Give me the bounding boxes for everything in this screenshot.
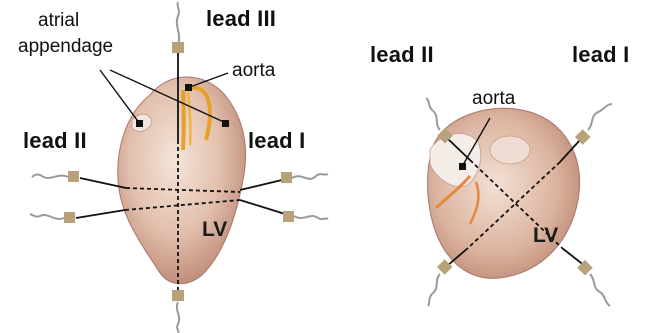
left-electrode-upper-right bbox=[281, 172, 292, 183]
right-wire-top-right bbox=[588, 104, 612, 130]
right-lead-ii-axis-solid-bottom bbox=[562, 248, 585, 266]
left-electrode-lower-left bbox=[64, 212, 75, 223]
right-heart-panel bbox=[426, 98, 612, 306]
left-lead-ii-label: lead II bbox=[23, 128, 87, 154]
left-electrode-upper-left bbox=[68, 171, 79, 182]
left-lead-iii-bottom-electrode bbox=[172, 290, 184, 301]
left-lower-axis-solid-left bbox=[76, 210, 125, 218]
left-aorta-vessel bbox=[183, 90, 184, 150]
left-aorta-marker bbox=[185, 84, 192, 91]
left-electrode-lower-right bbox=[283, 211, 294, 222]
left-lead-iii-top-electrode bbox=[172, 42, 184, 53]
left-wire-upper-left bbox=[32, 174, 68, 178]
left-lead-i-axis-solid bbox=[240, 180, 282, 190]
right-electrode-bottom-left bbox=[437, 259, 453, 275]
right-wire-bottom-left bbox=[428, 274, 440, 306]
left-lead-iii-bottom-wire bbox=[177, 302, 179, 333]
left-aorta-label: aorta bbox=[232, 60, 275, 82]
left-lower-axis-solid-right bbox=[240, 200, 285, 214]
right-lead-ii-label: lead II bbox=[370, 42, 434, 68]
right-wire-top-left bbox=[426, 98, 440, 130]
left-wire-upper-right bbox=[292, 174, 328, 179]
right-vessel-opening bbox=[490, 136, 530, 164]
right-lead-i-label: lead I bbox=[572, 42, 629, 68]
right-aorta-marker bbox=[459, 163, 466, 170]
left-wire-lower-left bbox=[30, 214, 64, 219]
right-aorta-label: aorta bbox=[472, 88, 515, 110]
atrial-appendage-marker-1 bbox=[136, 120, 143, 127]
atrial-appendage-pointer-1 bbox=[100, 70, 140, 124]
atrial-appendage-label-line2: appendage bbox=[18, 36, 113, 58]
left-lead-iii-label: lead III bbox=[206, 6, 276, 32]
atrial-appendage-label-line1: atrial bbox=[38, 10, 79, 32]
left-wire-lower-right bbox=[294, 216, 328, 219]
left-lead-i-label: lead I bbox=[248, 128, 305, 154]
atrial-appendage-marker-2 bbox=[222, 120, 229, 127]
right-lv-label: LV bbox=[533, 224, 558, 248]
left-lv-label: LV bbox=[202, 218, 227, 242]
left-lead-iii-top-wire bbox=[177, 2, 179, 44]
right-wire-bottom-right bbox=[590, 274, 610, 306]
